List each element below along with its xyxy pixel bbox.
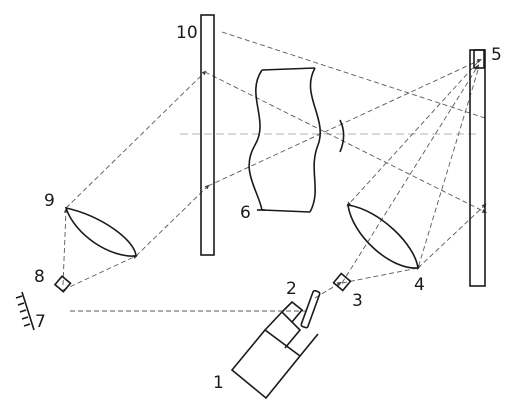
plate-5 <box>469 49 486 287</box>
lens-9 <box>64 206 137 257</box>
label-1: 1 <box>213 373 224 393</box>
beam-8-to-9 <box>62 207 69 286</box>
label-8: 8 <box>34 267 45 287</box>
optic-8 <box>53 275 72 293</box>
optic-3 <box>332 272 352 292</box>
label-4: 4 <box>414 275 425 295</box>
beam-paths <box>62 31 487 312</box>
label-2: 2 <box>286 279 297 299</box>
lens-4 <box>347 204 419 269</box>
label-7: 7 <box>35 312 46 332</box>
label-3: 3 <box>352 291 363 311</box>
plate-5-top <box>473 49 485 69</box>
beam-4-to-plate <box>417 203 487 269</box>
beam-upper-left <box>65 70 207 209</box>
cell-6 <box>248 67 345 213</box>
label-10: 10 <box>176 23 198 43</box>
splitter-2 <box>300 289 321 329</box>
beam-3-up <box>341 64 480 284</box>
beam-diag-b <box>207 59 482 187</box>
beam-top <box>221 31 486 119</box>
plate-10 <box>200 14 215 256</box>
label-5: 5 <box>491 45 502 65</box>
beam-diag-a <box>204 71 487 213</box>
laser-1 <box>230 300 319 400</box>
label-9: 9 <box>44 191 55 211</box>
beam-right-upper <box>346 61 479 207</box>
label-6: 6 <box>240 203 251 223</box>
beam-3-to-4 <box>341 267 419 284</box>
beam-lower-left <box>62 255 138 291</box>
beam-left-lens-up <box>135 184 210 257</box>
mirror-7 <box>15 291 35 331</box>
beam-right-lower <box>416 69 479 271</box>
